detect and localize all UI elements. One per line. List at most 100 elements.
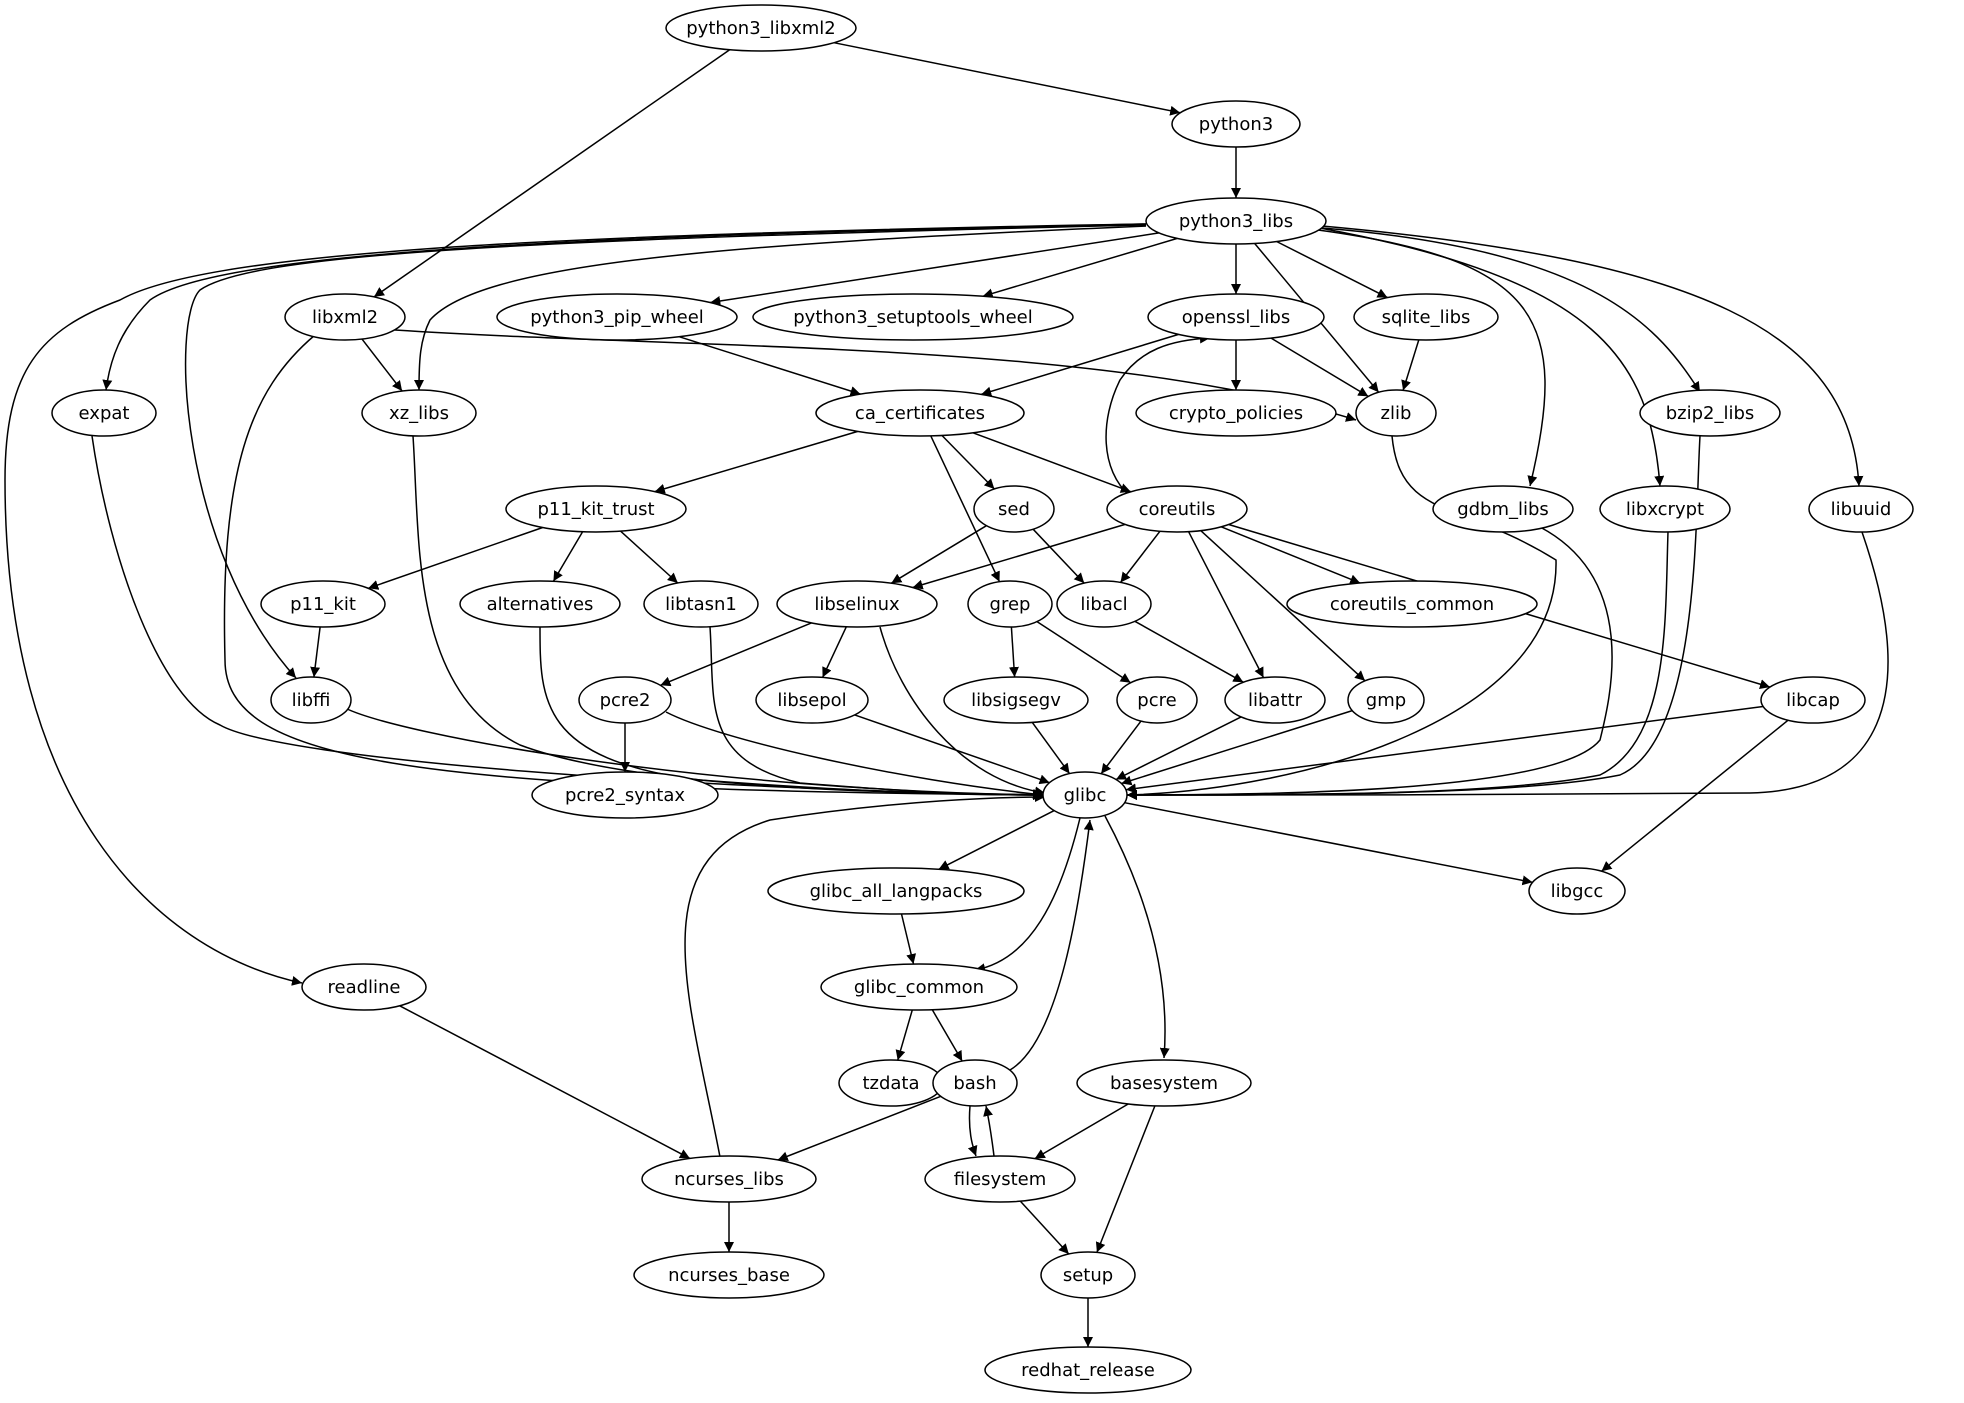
node-label: p11_kit_trust: [537, 499, 654, 520]
edge-pcre-to-glibc: [1100, 720, 1142, 775]
edge-coreutils-to-openssl_libs: [1105, 333, 1211, 497]
node-filesystem: filesystem: [924, 1155, 1076, 1203]
node-label: alternatives: [487, 594, 594, 615]
edge-sed-to-libselinux: [890, 525, 987, 584]
node-shape: [1116, 676, 1198, 724]
node-shape: [776, 580, 938, 628]
edge-readline-to-ncurses_libs: [399, 1005, 691, 1160]
node-label: filesystem: [954, 1169, 1047, 1190]
edge-grep-to-pcre: [1036, 620, 1132, 684]
node-label: glibc_all_langpacks: [810, 881, 983, 902]
node-shape: [973, 485, 1055, 533]
edge-p11_kit-to-libffi: [310, 626, 321, 678]
node-alternatives: alternatives: [459, 580, 621, 628]
node-label: python3_libs: [1179, 211, 1293, 232]
edge-coreutils-to-libselinux: [912, 523, 1126, 590]
node-zlib: zlib: [1355, 389, 1437, 437]
node-label: coreutils_common: [1330, 594, 1494, 615]
edge-basesystem-to-setup: [1095, 1105, 1156, 1253]
node-p11_kit: p11_kit: [260, 580, 386, 628]
node-label: pcre2: [600, 690, 651, 711]
node-shape: [361, 389, 477, 437]
node-label: sqlite_libs: [1382, 307, 1471, 328]
node-shape: [284, 293, 406, 341]
node-label: python3_pip_wheel: [530, 307, 704, 328]
node-label: libtasn1: [665, 594, 737, 615]
node-shape: [1286, 580, 1538, 628]
edge-coreutils-to-libattr: [1187, 531, 1265, 678]
node-layer: python3_libxml2 python3 python3_libslibxml…: [51, 4, 1914, 1394]
node-libffi: libffi: [270, 676, 352, 724]
edge-python3_libs-to-expat: [102, 223, 1147, 391]
node-redhat_release: redhat_release: [984, 1346, 1192, 1394]
node-shape: [1639, 389, 1781, 437]
node-shape: [1147, 293, 1325, 341]
node-label: basesystem: [1110, 1073, 1218, 1094]
node-libattr: libattr: [1224, 676, 1326, 724]
node-label: openssl_libs: [1182, 307, 1290, 328]
node-label: readline: [327, 977, 400, 998]
node-ncurses_libs: ncurses_libs: [641, 1155, 817, 1203]
node-pcre: pcre: [1116, 676, 1198, 724]
node-label: libcap: [1786, 690, 1840, 711]
node-shape: [1042, 771, 1128, 819]
node-label: python3: [1199, 114, 1273, 135]
node-shape: [641, 1155, 817, 1203]
edge-glibc-to-basesystem: [1104, 815, 1170, 1059]
edge-python3_libs-to-python3_pip_wheel: [710, 232, 1160, 306]
node-coreutils_common: coreutils_common: [1286, 580, 1538, 628]
node-grep: grep: [967, 580, 1053, 628]
edge-libcap-to-glibc: [1125, 705, 1764, 794]
edge-python3_libs-to-bzip2_libs: [1321, 227, 1701, 393]
node-label: expat: [79, 403, 130, 424]
edge-libselinux-to-libsepol: [821, 626, 847, 678]
node-shape: [1171, 100, 1301, 148]
node-ca_certificates: ca_certificates: [815, 389, 1025, 437]
node-python3: python3: [1171, 100, 1301, 148]
edge-libuuid-to-glibc: [1126, 531, 1889, 800]
node-shape: [1224, 676, 1326, 724]
edge-ca_certificates-to-coreutils: [972, 432, 1132, 493]
edge-libattr-to-glibc: [1115, 716, 1242, 781]
node-crypto_policies: crypto_policies: [1135, 389, 1337, 437]
edge-python3_libs-to-libuuid: [1321, 225, 1864, 487]
edge-filesystem-to-bash: [983, 1105, 995, 1157]
node-libuuid: libuuid: [1808, 485, 1914, 533]
node-pcre2: pcre2: [578, 676, 672, 724]
node-glibc_common: glibc_common: [820, 963, 1018, 1011]
node-label: bash: [953, 1073, 996, 1094]
node-libxml2: libxml2: [284, 293, 406, 341]
edge-python3_libxml2-to-python3: [833, 41, 1181, 116]
edge-pcre2-to-glibc: [665, 711, 1044, 799]
node-coreutils: coreutils: [1106, 485, 1248, 533]
node-shape: [1145, 197, 1327, 245]
node-shape: [752, 293, 1074, 341]
node-label: libuuid: [1831, 499, 1892, 520]
edge-zlib-to-glibc: [1126, 435, 1557, 800]
edge-python3_libs-to-xz_libs: [414, 225, 1147, 391]
node-openssl_libs: openssl_libs: [1147, 293, 1325, 341]
node-sed: sed: [973, 485, 1055, 533]
node-label: ca_certificates: [855, 403, 985, 424]
node-label: bzip2_libs: [1666, 403, 1755, 424]
node-label: pcre2_syntax: [565, 785, 685, 806]
node-shape: [1432, 485, 1574, 533]
node-label: ncurses_libs: [674, 1169, 784, 1190]
edge-glibc_all_langpacks-to-glibc_common: [900, 913, 917, 965]
node-label: zlib: [1381, 403, 1412, 424]
edge-ca_certificates-to-sed: [941, 434, 995, 490]
node-label: libxml2: [312, 307, 378, 328]
node-python3_libxml2: python3_libxml2: [665, 4, 857, 52]
edge-p11_kit_trust-to-libtasn1: [619, 530, 679, 584]
edge-ca_certificates-to-p11_kit_trust: [654, 430, 859, 494]
node-shape: [984, 1346, 1192, 1394]
node-shape: [260, 580, 386, 628]
node-shape: [301, 963, 427, 1011]
node-libxcrypt: libxcrypt: [1599, 485, 1731, 533]
node-shape: [1599, 485, 1731, 533]
node-label: libacl: [1080, 594, 1127, 615]
edge-glibc_common-to-tzdata: [895, 1009, 914, 1061]
edge-libselinux-to-pcre2: [660, 622, 812, 687]
edge-libcap-to-libgcc: [1601, 719, 1789, 872]
